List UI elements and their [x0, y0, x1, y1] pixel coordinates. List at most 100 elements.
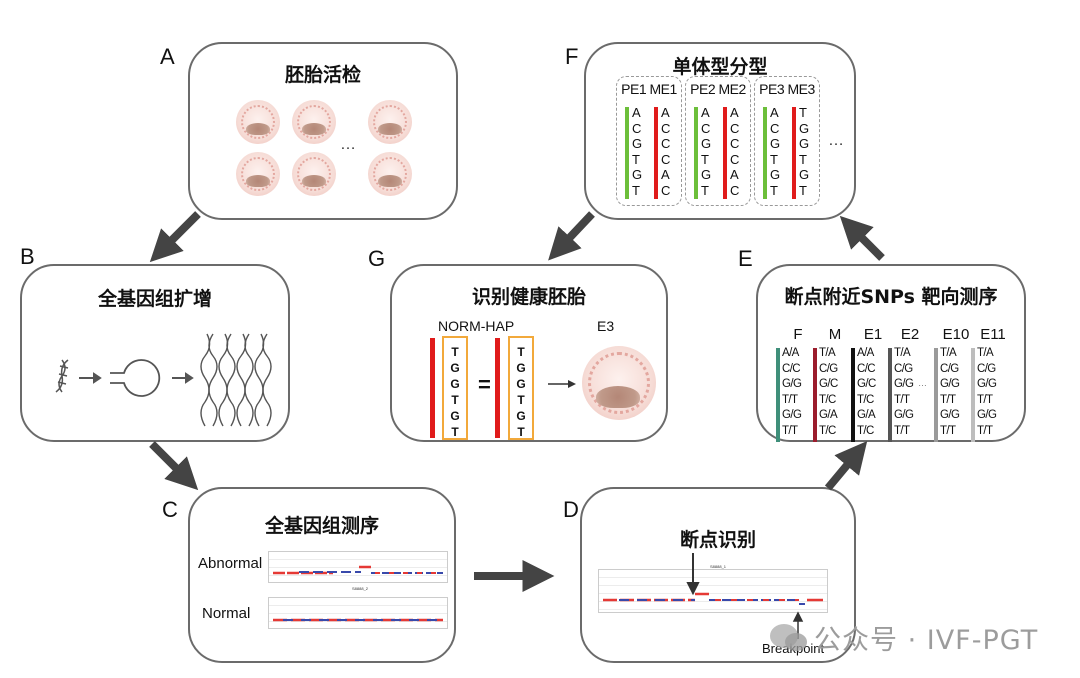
arrow-d-to-e	[824, 440, 868, 491]
paternal-bar	[694, 107, 698, 199]
haplotype-bar	[495, 338, 500, 438]
base: A	[730, 105, 739, 120]
base: T	[632, 151, 640, 167]
embryo-icon	[292, 100, 336, 144]
genotype: T/T	[977, 393, 993, 406]
column-label: E1	[863, 326, 883, 343]
panel-embryo-biopsy: 胚胎活检 …	[188, 42, 458, 220]
base: C	[661, 120, 671, 136]
genotype: T/T	[782, 424, 798, 437]
base: T	[451, 345, 459, 359]
base: T	[799, 151, 807, 167]
genotype: T/A	[819, 347, 836, 359]
genotype: T/T	[940, 424, 956, 437]
maternal-bar	[792, 107, 796, 199]
base: T	[701, 151, 709, 167]
base: G	[770, 167, 781, 182]
panel-letter-b: B	[20, 244, 35, 269]
row-label-normal: Normal	[202, 605, 251, 622]
cnv-plot-breakpoint	[598, 569, 828, 613]
base: T	[517, 345, 525, 359]
watermark: 公众号 · IVF-PGT	[768, 618, 1068, 658]
base: T	[517, 393, 525, 407]
genotype: T/T	[940, 393, 956, 406]
panel-letter-a: A	[160, 44, 175, 69]
genotype: G/G	[977, 378, 997, 390]
column-label: E11	[980, 326, 1006, 343]
haplotype-bar	[888, 348, 892, 442]
genotype: G/G	[894, 409, 914, 421]
panel-whole-genome-amplification: 全基因组扩增	[20, 264, 290, 442]
amplified-dna-icon	[200, 333, 272, 427]
base: C	[730, 182, 740, 198]
base: C	[661, 136, 671, 151]
genotype: T/T	[977, 424, 993, 437]
genotype: C/C	[782, 362, 801, 375]
arrow-icon	[172, 372, 194, 384]
genotype: C/G	[894, 362, 913, 375]
embryo-icon	[582, 346, 656, 420]
base: G	[701, 167, 712, 182]
cnv-plot-abnormal	[268, 551, 448, 583]
ellipsis: …	[828, 132, 845, 149]
genotype-list: T/A C/G G/G T/T G/G T/T	[940, 346, 960, 439]
equals-sign: =	[478, 372, 491, 397]
amplification-illustration	[55, 333, 272, 427]
embryo-icon	[368, 100, 412, 144]
genotype: G/G	[940, 378, 960, 390]
genotype: T/A	[977, 347, 994, 359]
base: C	[730, 120, 740, 136]
base: G	[770, 136, 781, 151]
genotype: G/A	[819, 409, 838, 421]
haplotype-bar	[430, 338, 435, 438]
genotype: T/A	[940, 347, 957, 359]
genotype: C/C	[857, 362, 876, 375]
base: G	[701, 136, 712, 151]
base: G	[632, 136, 643, 151]
base: C	[661, 182, 671, 198]
panel-letter-e: E	[738, 246, 753, 271]
sample-label: S8888_2	[352, 586, 369, 591]
embryo-icon	[236, 152, 280, 196]
column-label: F	[793, 326, 803, 343]
genotype: A/A	[857, 347, 874, 359]
base: T	[799, 182, 807, 198]
column-label: M	[828, 326, 842, 343]
genotype: A/A	[782, 347, 799, 359]
base: A	[632, 105, 641, 120]
genotype: T/C	[857, 393, 874, 406]
panel-title: 单体型分型	[672, 56, 768, 78]
panel-title: 全基因组扩增	[97, 288, 212, 310]
panel-breakpoint-identification: 断点识别 S8888_1 Breakpoint	[580, 487, 856, 663]
base: C	[661, 151, 671, 167]
base: G	[799, 167, 810, 182]
haplotype-bar	[934, 348, 938, 442]
column-label: E10	[942, 326, 970, 343]
arrow-icon	[548, 380, 576, 388]
cnv-trace	[603, 592, 823, 605]
group-label: PE1 ME1	[621, 81, 677, 97]
base: C	[730, 151, 740, 167]
arrow-e-to-f	[839, 215, 885, 261]
base: A	[661, 105, 670, 120]
base: G	[516, 409, 526, 423]
genotype: C/G	[940, 362, 959, 375]
panel-title: 识别健康胚胎	[471, 286, 586, 308]
watermark-text: 公众号 · IVF-PGT	[814, 625, 1039, 656]
single-dna-icon	[55, 359, 69, 393]
base: C	[701, 120, 711, 136]
base: A	[730, 167, 739, 182]
genotype: G/G	[940, 409, 960, 421]
genotype: G/A	[857, 409, 876, 421]
